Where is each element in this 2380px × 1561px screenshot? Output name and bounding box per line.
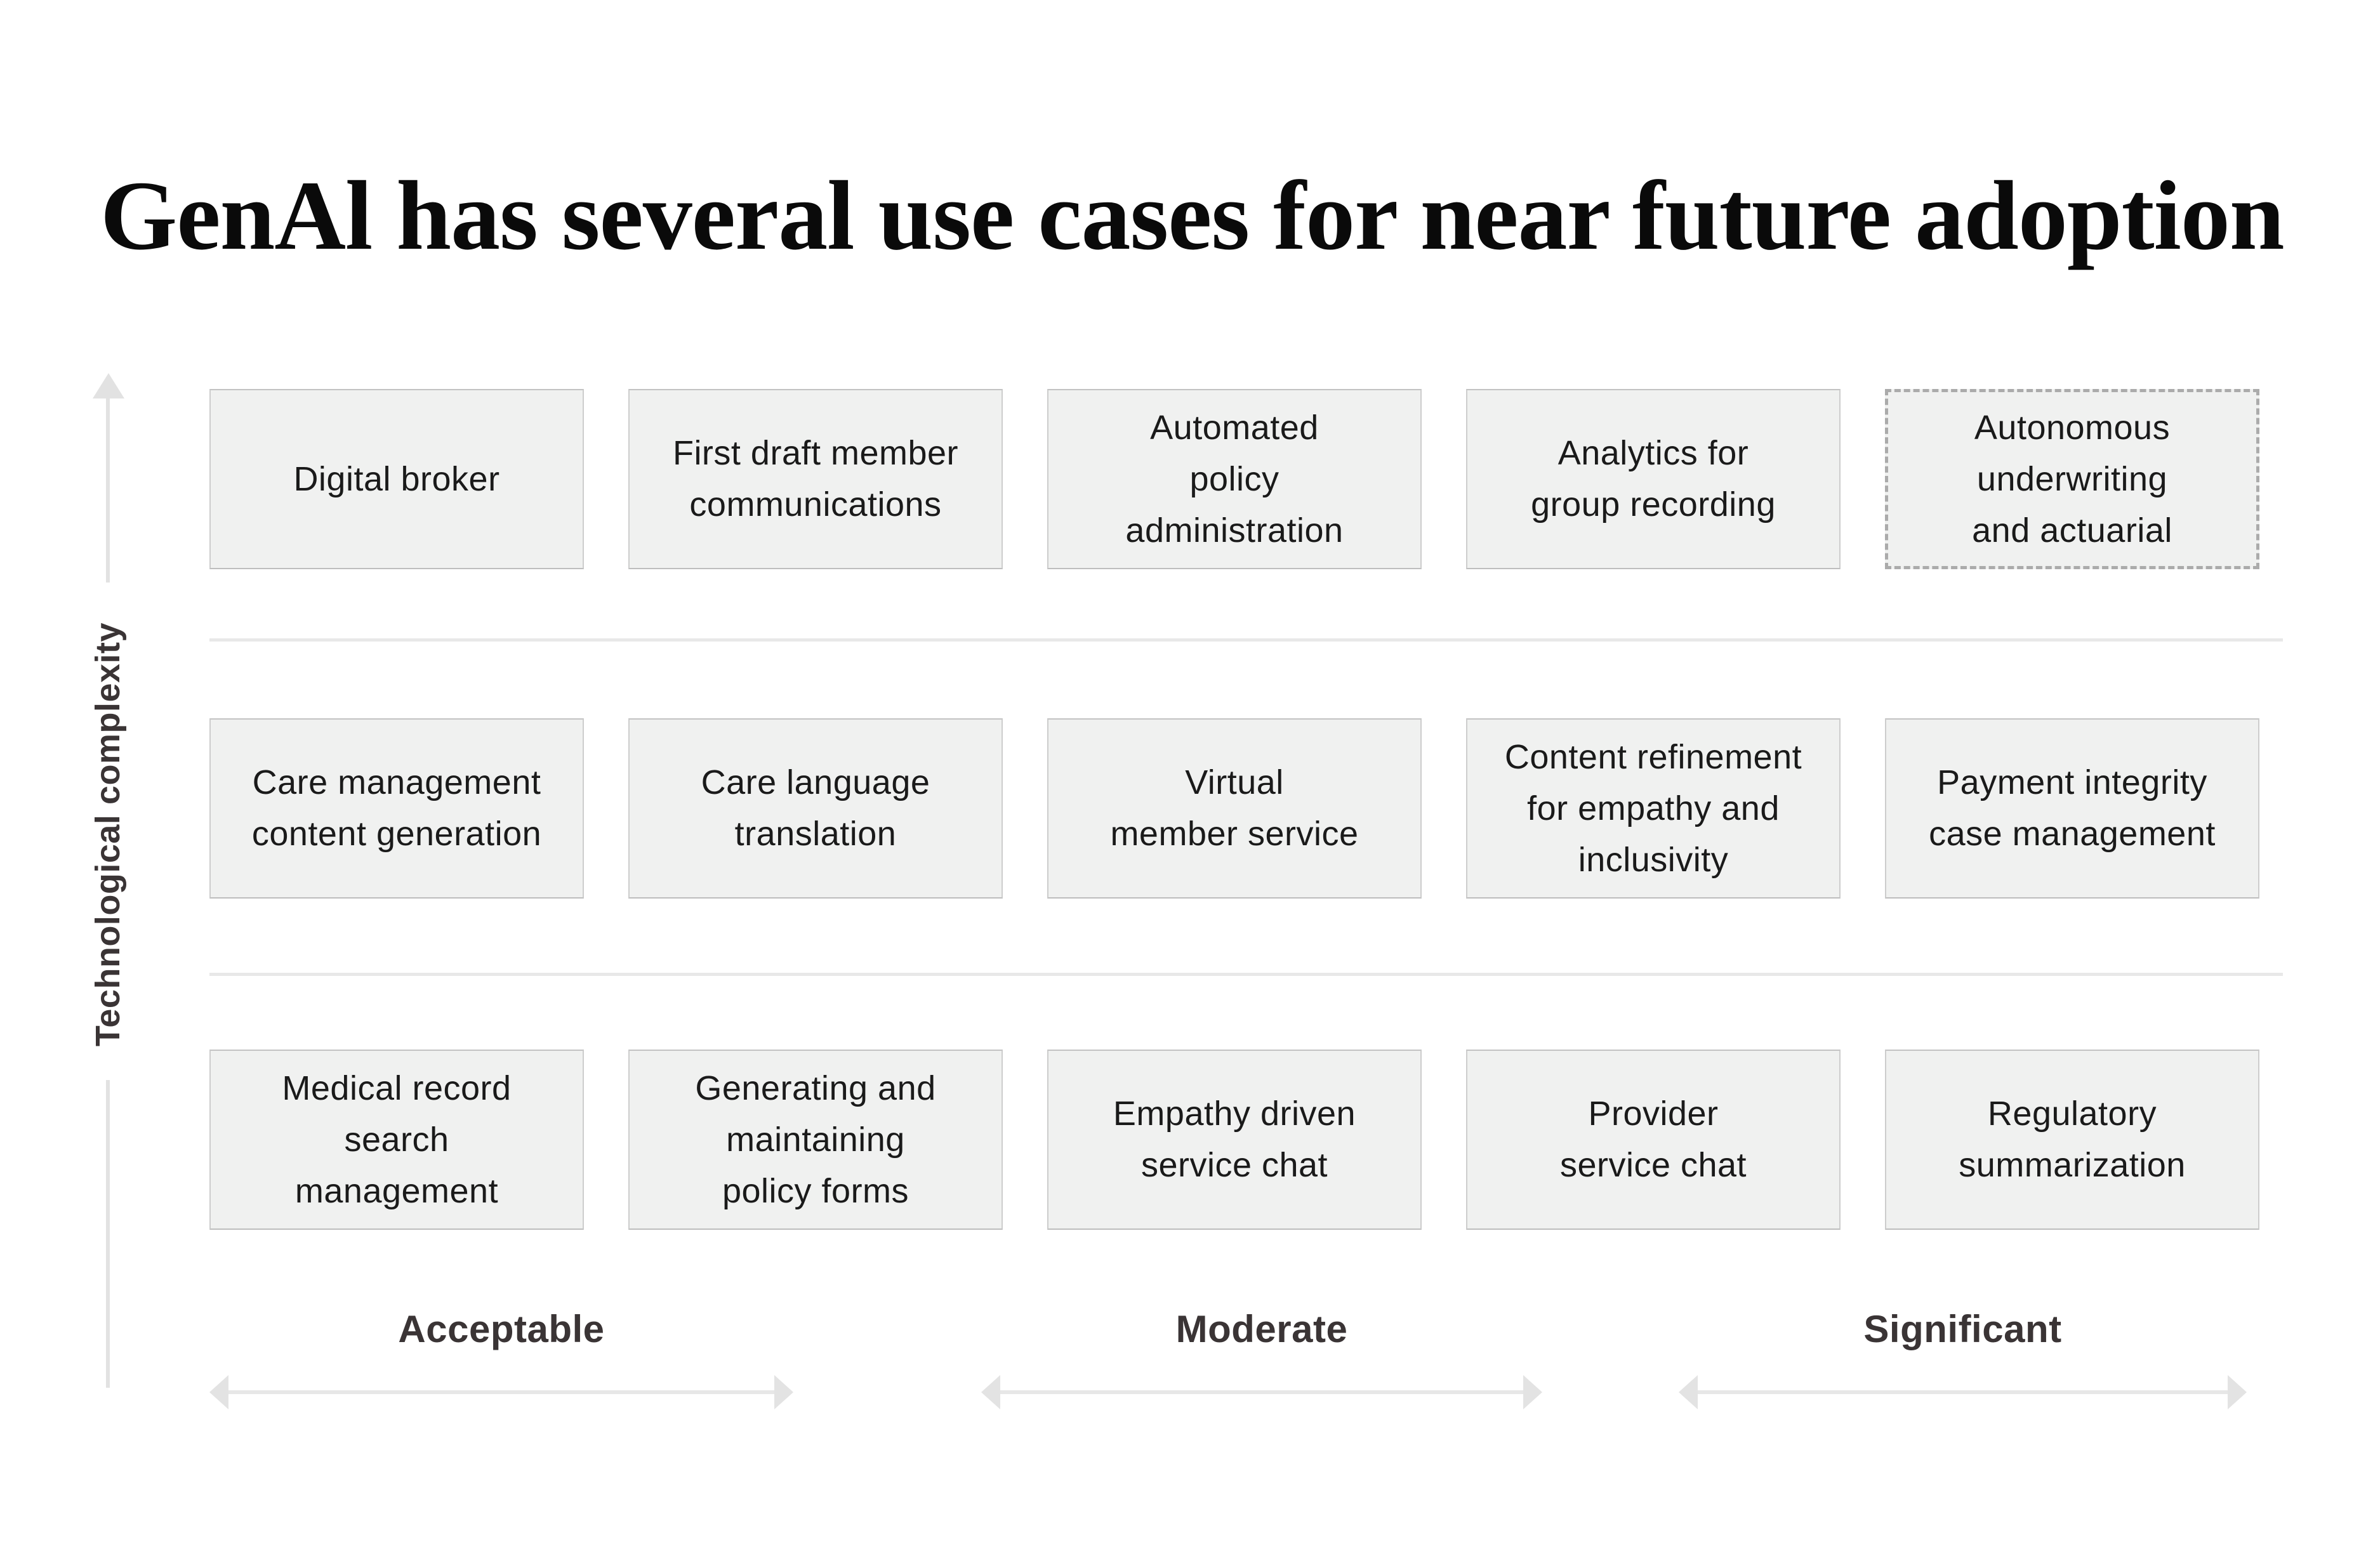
use-case-label: Autonomous underwriting and actuarial — [1972, 408, 2172, 550]
use-case-card-dashed: Autonomous underwriting and actuarial — [1885, 389, 2259, 569]
use-case-label: Provider service chat — [1559, 1095, 1747, 1184]
x-axis-section-moderate: Moderate — [981, 1307, 1542, 1421]
use-case-card: Digital broker — [209, 389, 584, 569]
row-separator — [209, 638, 2283, 642]
use-case-label: Automated policy administration — [1125, 408, 1344, 550]
arrow-right-icon — [2228, 1375, 2247, 1409]
use-case-card: Regulatory summarization — [1885, 1050, 2259, 1230]
use-case-card: Empathy driven service chat — [1047, 1050, 1422, 1230]
x-axis-label: Acceptable — [398, 1308, 605, 1350]
y-axis-arrow-up-icon — [93, 373, 124, 398]
use-case-card: Virtual member service — [1047, 718, 1422, 899]
use-case-label: Content refinement for empathy and inclu… — [1504, 737, 1802, 879]
use-case-card: Generating and maintaining policy forms — [628, 1050, 1003, 1230]
slide-title: GenAl has several use cases for near fut… — [100, 161, 2285, 270]
arrow-right-icon — [1523, 1375, 1542, 1409]
use-case-card: Automated policy administration — [1047, 389, 1422, 569]
row-separator — [209, 973, 2283, 976]
arrow-line — [1000, 1390, 1523, 1394]
double-arrow — [209, 1375, 793, 1409]
use-case-label: Care language translation — [701, 763, 930, 853]
use-case-label: Payment integrity case management — [1929, 763, 2216, 853]
use-case-card: Care management content generation — [209, 718, 584, 899]
use-case-card: Content refinement for empathy and inclu… — [1466, 718, 1841, 899]
use-case-label: First draft member communications — [672, 434, 959, 524]
double-arrow — [981, 1375, 1542, 1409]
y-axis-label: Technological complexity — [89, 622, 127, 1047]
x-axis-section-acceptable: Acceptable — [209, 1307, 793, 1421]
arrow-line — [1698, 1390, 2228, 1394]
x-axis-label: Moderate — [1175, 1308, 1348, 1350]
use-case-label: Care management content generation — [251, 763, 542, 853]
grid-row-1: Digital broker First draft member commun… — [209, 389, 2259, 569]
use-case-card: Payment integrity case management — [1885, 718, 2259, 899]
arrow-left-icon — [981, 1375, 1000, 1409]
use-case-label: Digital broker — [293, 459, 500, 498]
x-axis-label: Significant — [1863, 1308, 2062, 1350]
use-case-card: Analytics for group recording — [1466, 389, 1841, 569]
arrow-left-icon — [209, 1375, 228, 1409]
use-case-label: Analytics for group recording — [1531, 434, 1776, 524]
use-case-card: Provider service chat — [1466, 1050, 1841, 1230]
use-case-label: Regulatory summarization — [1959, 1095, 2186, 1184]
x-axis-section-significant: Significant — [1679, 1307, 2247, 1421]
use-case-label: Generating and maintaining policy forms — [695, 1069, 936, 1210]
use-case-card: Medical record search management — [209, 1050, 584, 1230]
arrow-left-icon — [1679, 1375, 1698, 1409]
y-axis-line-lower — [106, 1080, 110, 1388]
use-case-card: First draft member communications — [628, 389, 1003, 569]
y-axis-line-upper — [106, 398, 110, 583]
use-case-label: Medical record search management — [282, 1069, 512, 1210]
grid-row-2: Care management content generation Care … — [209, 718, 2259, 899]
use-case-card: Care language translation — [628, 718, 1003, 899]
arrow-right-icon — [774, 1375, 793, 1409]
use-case-label: Virtual member service — [1110, 763, 1359, 853]
arrow-line — [228, 1390, 774, 1394]
use-case-label: Empathy driven service chat — [1113, 1095, 1356, 1184]
grid-row-3: Medical record search management Generat… — [209, 1050, 2259, 1230]
double-arrow — [1679, 1375, 2247, 1409]
